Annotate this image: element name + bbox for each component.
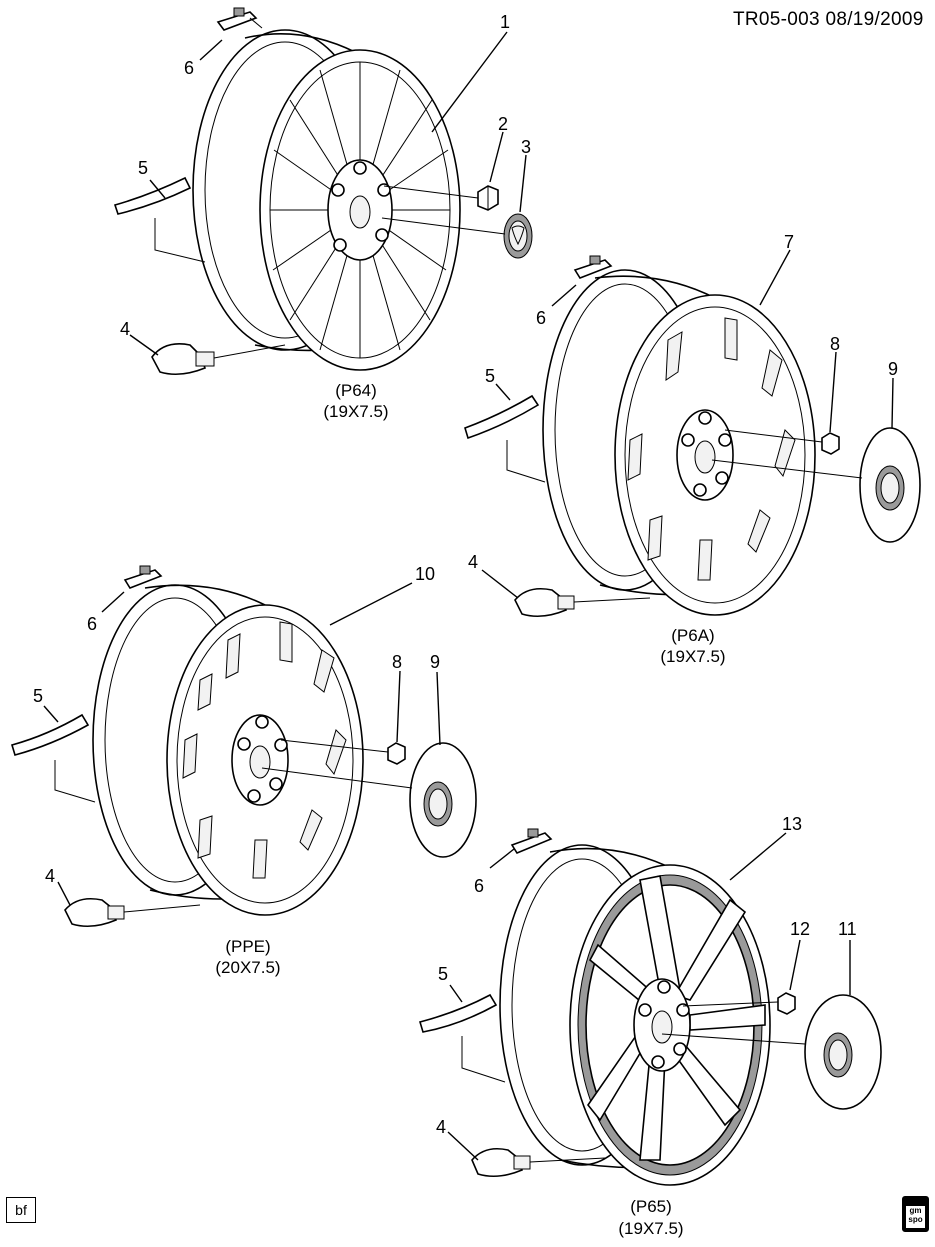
callout-8: 8 [392, 652, 402, 672]
wheel-assembly-p65: 13 12 11 5 6 4 (P65) (19X7.5) [418, 814, 882, 1238]
wheel-13-p65 [569, 864, 771, 1186]
center-cap-11-p65 [804, 994, 882, 1110]
callout-10: 10 [415, 564, 435, 584]
lug-nut-2-p64 [477, 185, 499, 211]
callout-9: 9 [888, 359, 898, 379]
wheel-size-ppe: (20X7.5) [215, 958, 280, 977]
valve-clip-6-p64 [216, 7, 263, 31]
wheel-assembly-p6a: 7 8 9 5 6 4 (P6A) (19X7.5) [464, 232, 921, 666]
balance-weight-5-p64 [113, 176, 192, 215]
tpms-valve-4-p64 [151, 343, 286, 376]
callout-6: 6 [474, 876, 484, 896]
logo-bottom-text: spo [908, 1215, 923, 1224]
wheel-assembly-p64: 1 2 3 5 6 4 (P64) (19X7.5) [113, 7, 533, 421]
tpms-valve-4-ppe [64, 897, 201, 928]
wheel-cover-10-ppe [166, 604, 364, 916]
callout-9: 9 [430, 652, 440, 672]
balance-weight-5-p65 [418, 993, 498, 1033]
callout-11: 11 [838, 919, 857, 939]
center-cap-3-p64 [503, 213, 533, 259]
lug-nut-12-p65 [777, 992, 796, 1015]
diagram-reference-code: TR05-003 08/19/2009 [733, 9, 924, 30]
lug-nut-8-p6a [821, 432, 840, 455]
callout-4: 4 [468, 552, 478, 572]
gm-spo-logo-text: gm spo [906, 1206, 925, 1228]
illustrator-badge: bf [6, 1197, 36, 1223]
callout-8: 8 [830, 334, 840, 354]
wheel-size-p64: (19X7.5) [323, 402, 388, 421]
wheel-size-p6a: (19X7.5) [660, 647, 725, 666]
balance-weight-5-ppe [10, 713, 90, 756]
callout-3: 3 [521, 137, 531, 157]
wheel-1-p64 [259, 49, 461, 371]
callout-1: 1 [500, 12, 510, 32]
callout-13: 13 [782, 814, 802, 834]
center-cap-9-p6a [859, 427, 921, 543]
callout-6: 6 [184, 58, 194, 78]
valve-clip-6-p6a [573, 255, 613, 279]
callout-4: 4 [436, 1117, 446, 1137]
callout-5: 5 [485, 366, 495, 386]
callout-2: 2 [498, 114, 508, 134]
option-code-p65: (P65) [630, 1197, 672, 1216]
logo-top-text: gm [909, 1206, 922, 1215]
callout-7: 7 [784, 232, 794, 252]
valve-clip-6-ppe [123, 565, 163, 589]
wheel-size-p65: (19X7.5) [618, 1219, 683, 1238]
tpms-valve-4-p6a [514, 587, 651, 618]
callout-4: 4 [45, 866, 55, 886]
callout-6: 6 [536, 308, 546, 328]
option-code-ppe: (PPE) [225, 937, 270, 956]
wheel-assembly-ppe: 10 8 9 5 6 4 (PPE) (20X7.5) [10, 564, 477, 977]
callout-12: 12 [790, 919, 810, 939]
wheel-cover-7-p6a [614, 294, 816, 616]
gm-spo-logo: gm spo [902, 1196, 929, 1232]
callout-5: 5 [33, 686, 43, 706]
callout-6: 6 [87, 614, 97, 634]
tpms-valve-4-p65 [471, 1147, 606, 1178]
callout-4: 4 [120, 319, 130, 339]
lug-nut-8-ppe [387, 742, 406, 765]
option-code-p64: (P64) [335, 381, 377, 400]
valve-clip-6-p65 [510, 828, 553, 854]
option-code-p6a: (P6A) [671, 626, 714, 645]
balance-weight-5-p6a [464, 394, 540, 440]
callout-5: 5 [438, 964, 448, 984]
callout-5: 5 [138, 158, 148, 178]
center-cap-9-ppe [409, 742, 477, 858]
